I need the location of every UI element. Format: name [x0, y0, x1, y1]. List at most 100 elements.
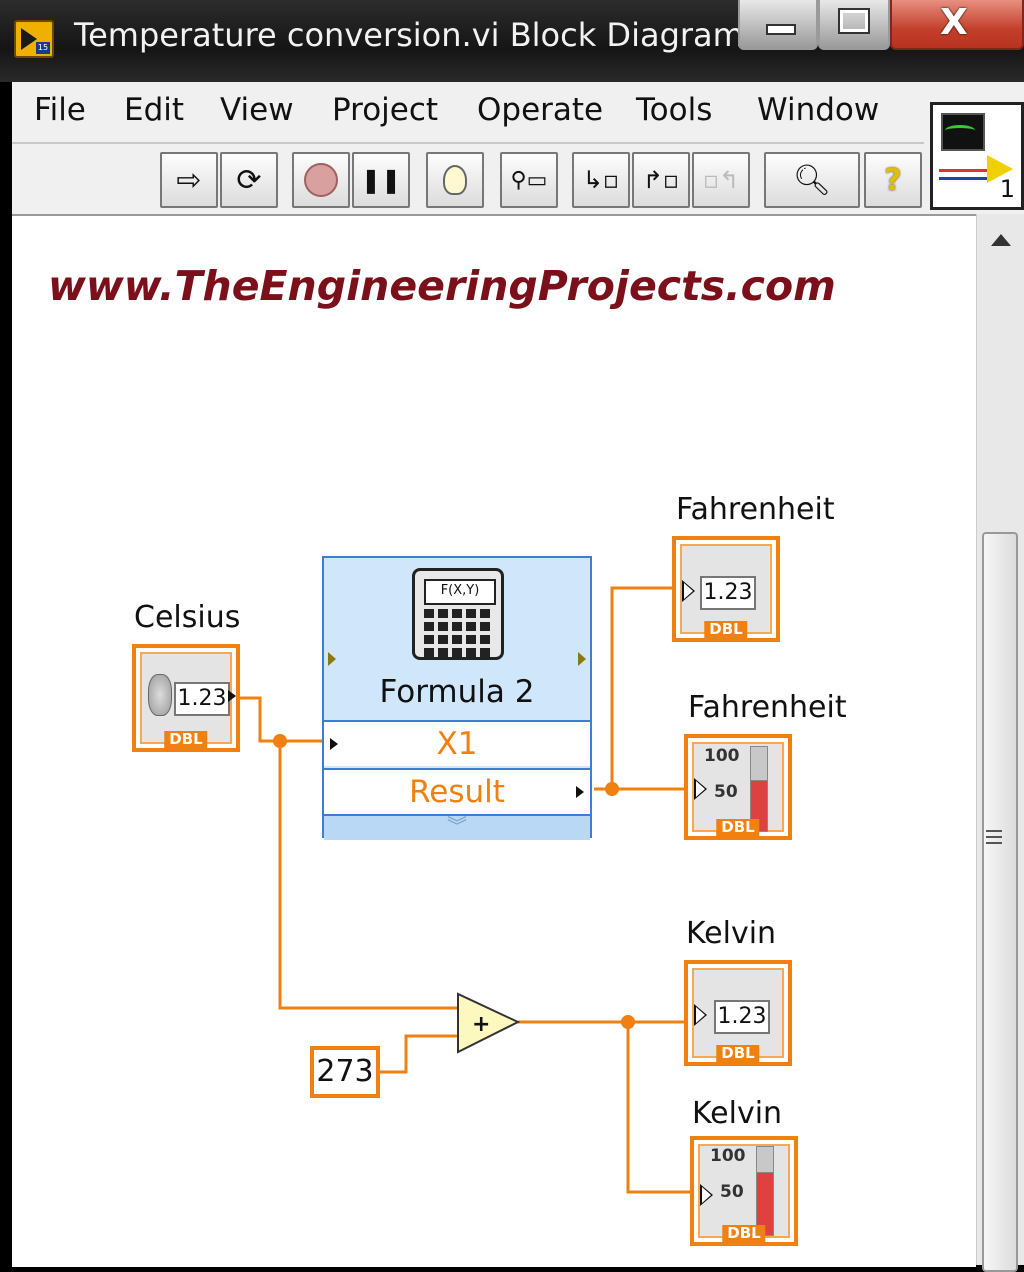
window-frame: File Edit View Project Operate Tools Win…	[12, 82, 1024, 1272]
vertical-scrollbar[interactable]	[976, 214, 1024, 1272]
type-badge: DBL	[164, 731, 208, 748]
search-button[interactable]: 🔍︎	[764, 152, 860, 208]
labview-vi-icon[interactable]: 15	[14, 20, 54, 58]
indicator-face	[698, 1144, 790, 1238]
scale-mid: 50	[720, 1182, 744, 1202]
menu-edit[interactable]: Edit	[124, 92, 185, 128]
output-arrow-icon	[576, 786, 584, 798]
wire-to-fahrenheit-num	[610, 586, 680, 789]
add-node	[457, 992, 521, 1054]
add-symbol: +	[472, 1012, 490, 1037]
help-button[interactable]: ?	[864, 152, 922, 208]
scroll-up-icon[interactable]	[991, 234, 1011, 246]
highlight-execution-button[interactable]	[426, 152, 484, 208]
fahrenheit-numeric-indicator[interactable]: 1.23 DBL	[672, 536, 780, 642]
amplifier-icon	[987, 155, 1013, 183]
step-into-button[interactable]: ↳▫	[572, 152, 630, 208]
thermometer-empty	[756, 1146, 774, 1174]
calculator-icon: F(X,Y)	[412, 568, 504, 660]
menu-operate[interactable]: Operate	[477, 92, 604, 128]
formula-input-label: X1	[436, 726, 478, 762]
kelvin-numeric-label: Kelvin	[686, 916, 777, 951]
wire-to-kelvin-thermo	[626, 1022, 700, 1194]
scale-high: 100	[704, 746, 740, 766]
type-badge: DBL	[716, 819, 760, 836]
minimize-icon	[766, 24, 796, 35]
constant-273[interactable]: 273	[310, 1046, 380, 1098]
formula-input-x1[interactable]: X1	[324, 720, 590, 766]
close-icon: X	[940, 2, 968, 43]
run-continuously-icon: ⟳	[236, 162, 262, 198]
fahrenheit-thermometer-label: Fahrenheit	[688, 690, 847, 725]
formula-express-vi[interactable]: F(X,Y) Formula 2 X1 Result ︾	[322, 556, 592, 840]
thermometer-empty	[750, 746, 768, 782]
input-arrow-icon	[694, 778, 707, 800]
close-button[interactable]: X	[890, 0, 1024, 50]
pause-button[interactable]: ❚❚	[352, 152, 410, 208]
retain-wire-values-button[interactable]: ⚲▭	[500, 152, 558, 208]
minimize-button[interactable]	[738, 0, 818, 50]
vi-connector-icon[interactable]: 1	[930, 102, 1024, 210]
fahrenheit-thermometer-indicator[interactable]: 100 50 DBL	[684, 734, 792, 840]
step-out-icon: ▫↰	[702, 166, 740, 194]
type-badge: DBL	[704, 621, 748, 638]
celsius-label: Celsius	[134, 600, 241, 635]
calculator-keys	[424, 609, 494, 657]
menu-project[interactable]: Project	[332, 92, 439, 128]
input-arrow-icon	[330, 738, 338, 750]
calculator-screen: F(X,Y)	[424, 579, 496, 605]
scale-mid: 50	[714, 782, 738, 802]
lightbulb-icon	[443, 165, 467, 195]
input-arrow-icon	[694, 1004, 707, 1026]
step-out-button[interactable]: ▫↰	[692, 152, 750, 208]
run-arrow-icon	[21, 28, 37, 50]
retain-wire-values-icon: ⚲▭	[510, 167, 548, 193]
step-over-button[interactable]: ↱▫	[632, 152, 690, 208]
kelvin-numeric-indicator[interactable]: 1.23 DBL	[684, 960, 792, 1066]
type-badge: DBL	[722, 1225, 766, 1242]
wire-273	[380, 1034, 458, 1074]
formula-output-result[interactable]: Result	[324, 768, 590, 814]
step-into-icon: ↳▫	[582, 166, 620, 194]
wire-celsius-out	[240, 696, 280, 743]
scale-high: 100	[710, 1146, 746, 1166]
maximize-button[interactable]	[818, 0, 890, 50]
junction-add-out	[621, 1015, 635, 1029]
maximize-icon	[838, 8, 870, 34]
scroll-grip-icon	[986, 826, 1002, 848]
abort-button[interactable]	[292, 152, 350, 208]
pause-icon: ❚❚	[360, 166, 402, 194]
vi-icon-number: 1	[999, 175, 1015, 203]
version-badge-icon: 15	[36, 42, 50, 54]
search-icon: 🔍︎	[792, 162, 832, 198]
celsius-control[interactable]: 1.23 DBL	[132, 644, 240, 752]
fahrenheit-value: 1.23	[700, 576, 756, 610]
menu-window[interactable]: Window	[757, 92, 880, 128]
menu-bar: File Edit View Project Operate Tools Win…	[12, 82, 924, 140]
menu-tools[interactable]: Tools	[636, 92, 713, 128]
numeric-increment-icon	[148, 674, 172, 716]
kelvin-thermometer-indicator[interactable]: 100 50 DBL	[690, 1136, 798, 1246]
expand-chevron-icon[interactable]: ︾	[324, 814, 590, 840]
run-arrow-icon: ⇨	[176, 162, 202, 198]
fahrenheit-numeric-label: Fahrenheit	[676, 492, 835, 527]
kelvin-thermometer-label: Kelvin	[692, 1096, 783, 1131]
run-button[interactable]: ⇨	[160, 152, 218, 208]
menu-file[interactable]: File	[34, 92, 86, 128]
step-over-icon: ↱▫	[642, 166, 680, 194]
abort-icon	[304, 163, 338, 197]
junction-result	[605, 782, 619, 796]
run-continuously-button[interactable]: ⟳	[220, 152, 278, 208]
error-out-terminal-icon	[578, 652, 586, 666]
waveform-icon	[945, 125, 975, 136]
celsius-value: 1.23	[174, 682, 230, 716]
block-diagram-canvas[interactable]: www.TheEngineeringProjects.com	[12, 214, 976, 1267]
wires: +	[240, 586, 700, 1194]
junction-celsius	[273, 734, 287, 748]
wire-icon-red	[939, 169, 989, 172]
formula-output-label: Result	[409, 774, 505, 810]
formula-node-label: Formula 2	[379, 674, 535, 710]
scroll-thumb[interactable]	[982, 532, 1018, 1272]
menu-view[interactable]: View	[220, 92, 294, 128]
window-title: Temperature conversion.vi Block Diagram …	[74, 16, 770, 54]
